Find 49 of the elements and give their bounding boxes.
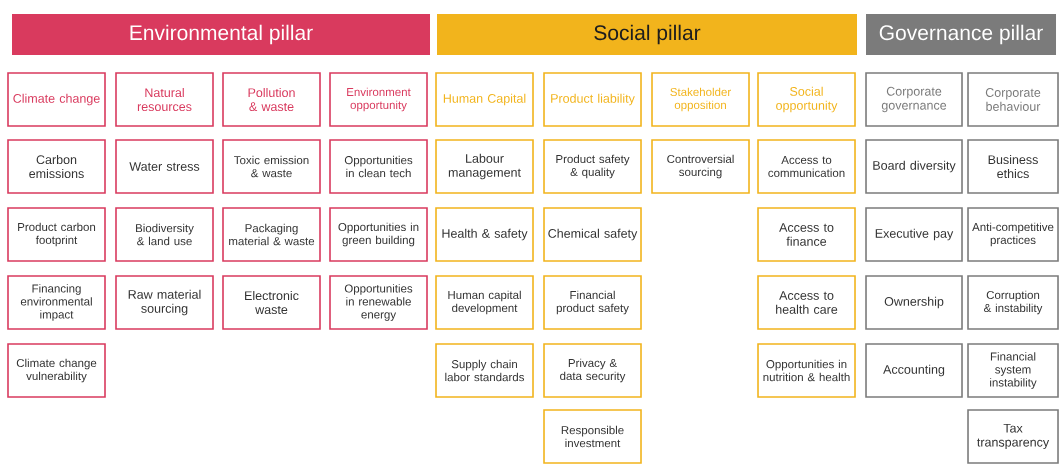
- issue-box: Packaging material & waste: [222, 207, 321, 262]
- issue-box: Opportunities in clean tech: [329, 139, 428, 194]
- issue-box: Opportunities in nutrition & health: [757, 343, 856, 398]
- category-box: Pollution & waste: [222, 72, 321, 127]
- category-box: Corporate governance: [865, 72, 963, 127]
- issue-box: Business ethics: [967, 139, 1059, 194]
- issue-box: Carbon emissions: [7, 139, 106, 194]
- issue-box: Anti-competitive practices: [967, 207, 1059, 262]
- issue-box: Financing environmental impact: [7, 275, 106, 330]
- issue-box: Human capital development: [435, 275, 534, 330]
- issue-box: Privacy & data security: [543, 343, 642, 398]
- issue-box: Ownership: [865, 275, 963, 330]
- issue-box: Electronic waste: [222, 275, 321, 330]
- issue-box: Product safety & quality: [543, 139, 642, 194]
- issue-box: Access to health care: [757, 275, 856, 330]
- category-box: Environment opportunity: [329, 72, 428, 127]
- issue-box: Toxic emission & waste: [222, 139, 321, 194]
- issue-box: Tax transparency: [967, 409, 1059, 464]
- issue-box: Opportunities in green building: [329, 207, 428, 262]
- pillar-band: Social pillar: [437, 14, 857, 55]
- issue-box: Climate change vulnerability: [7, 343, 106, 398]
- issue-box: Labour management: [435, 139, 534, 194]
- issue-box: Access to finance: [757, 207, 856, 262]
- category-box: Natural resources: [115, 72, 214, 127]
- category-box: Human Capital: [435, 72, 534, 127]
- category-box: Stakeholder opposition: [651, 72, 750, 127]
- issue-box: Accounting: [865, 343, 963, 398]
- issue-box: Supply chain labor standards: [435, 343, 534, 398]
- category-box: Product liability: [543, 72, 642, 127]
- issue-box: Responsible investment: [543, 409, 642, 464]
- issue-box: Water stress: [115, 139, 214, 194]
- issue-box: Raw material sourcing: [115, 275, 214, 330]
- issue-box: Executive pay: [865, 207, 963, 262]
- category-box: Social opportunity: [757, 72, 856, 127]
- issue-box: Opportunities in renewable energy: [329, 275, 428, 330]
- issue-box: Financial product safety: [543, 275, 642, 330]
- issue-box: Controversial sourcing: [651, 139, 750, 194]
- category-box: Climate change: [7, 72, 106, 127]
- issue-box: Chemical safety: [543, 207, 642, 262]
- issue-box: Health & safety: [435, 207, 534, 262]
- issue-box: Product carbon footprint: [7, 207, 106, 262]
- issue-box: Corruption & instability: [967, 275, 1059, 330]
- issue-box: Biodiversity & land use: [115, 207, 214, 262]
- issue-box: Access to communication: [757, 139, 856, 194]
- issue-box: Board diversity: [865, 139, 963, 194]
- pillar-band: Environmental pillar: [12, 14, 430, 55]
- category-box: Corporate behaviour: [967, 72, 1059, 127]
- issue-box: Financial system instability: [967, 343, 1059, 398]
- pillar-band: Governance pillar: [866, 14, 1056, 55]
